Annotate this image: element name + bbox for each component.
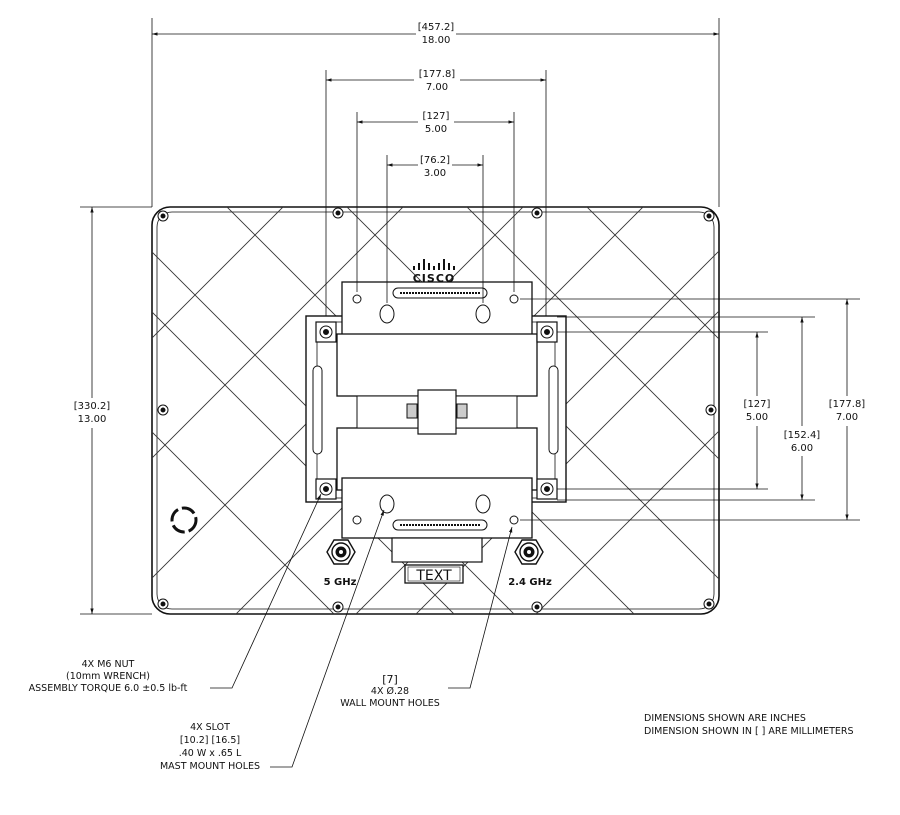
callout-nut-line3: ASSEMBLY TORQUE 6.0 ±0.5 lb-ft bbox=[29, 683, 188, 694]
dim-vert-152-mm: [152.4] bbox=[784, 430, 821, 441]
note-inches: DIMENSIONS SHOWN ARE INCHES bbox=[644, 713, 806, 724]
dim-vert-152-in: 6.00 bbox=[791, 443, 813, 454]
label-5ghz: 5 GHz bbox=[324, 577, 357, 588]
dim-vert-177-mm: [177.8] bbox=[829, 399, 866, 410]
dim-overall-width-in: 18.00 bbox=[422, 35, 451, 46]
callout-leaders bbox=[210, 493, 513, 768]
callout-wall-line1: [7] bbox=[382, 673, 398, 686]
dim-overall-height-in: 13.00 bbox=[78, 414, 107, 425]
connector-5ghz bbox=[326, 539, 356, 565]
callout-slot-line1: 4X SLOT bbox=[190, 722, 230, 733]
text-plate-label: TEXT bbox=[415, 568, 452, 584]
vertical-dimensions bbox=[80, 206, 860, 615]
callout-wall-line3: WALL MOUNT HOLES bbox=[340, 698, 439, 709]
dim-hole-76-mm: [76.2] bbox=[420, 155, 450, 166]
dim-overall-width-mm: [457.2] bbox=[418, 22, 455, 33]
perimeter-screws bbox=[157, 207, 717, 613]
horizontal-dimensions bbox=[151, 18, 720, 316]
dim-vert-127-mm: [127] bbox=[744, 399, 771, 410]
label-2-4ghz: 2.4 GHz bbox=[508, 577, 552, 588]
callout-slot-line4: MAST MOUNT HOLES bbox=[160, 761, 260, 772]
dim-bracket-width-mm: [177.8] bbox=[419, 69, 456, 80]
cisco-logo: CISCO bbox=[413, 259, 456, 285]
callout-nut-line2: (10mm WRENCH) bbox=[66, 671, 150, 682]
callout-nut-line1: 4X M6 NUT bbox=[82, 659, 135, 670]
dim-hole-127-mm: [127] bbox=[423, 111, 450, 122]
dim-hole-127-in: 5.00 bbox=[425, 124, 447, 135]
callout-slot-line3: .40 W x .65 L bbox=[179, 748, 242, 759]
callout-wall-line2: 4X Ø.28 bbox=[371, 686, 409, 697]
dim-bracket-width-in: 7.00 bbox=[426, 82, 448, 93]
connector-2-4ghz bbox=[514, 539, 544, 565]
dim-hole-76-in: 3.00 bbox=[424, 168, 446, 179]
mount-bracket bbox=[305, 281, 567, 563]
note-millimeters: DIMENSION SHOWN IN [ ] ARE MILLIMETERS bbox=[644, 726, 854, 737]
vent-port bbox=[170, 506, 198, 534]
text-plate: TEXT bbox=[404, 564, 464, 584]
dim-vert-127-in: 5.00 bbox=[746, 412, 768, 423]
callout-slot-line2: [10.2] [16.5] bbox=[180, 735, 240, 746]
dim-overall-height-mm: [330.2] bbox=[74, 401, 111, 412]
dim-vert-177-in: 7.00 bbox=[836, 412, 858, 423]
logo-text: CISCO bbox=[413, 272, 456, 285]
